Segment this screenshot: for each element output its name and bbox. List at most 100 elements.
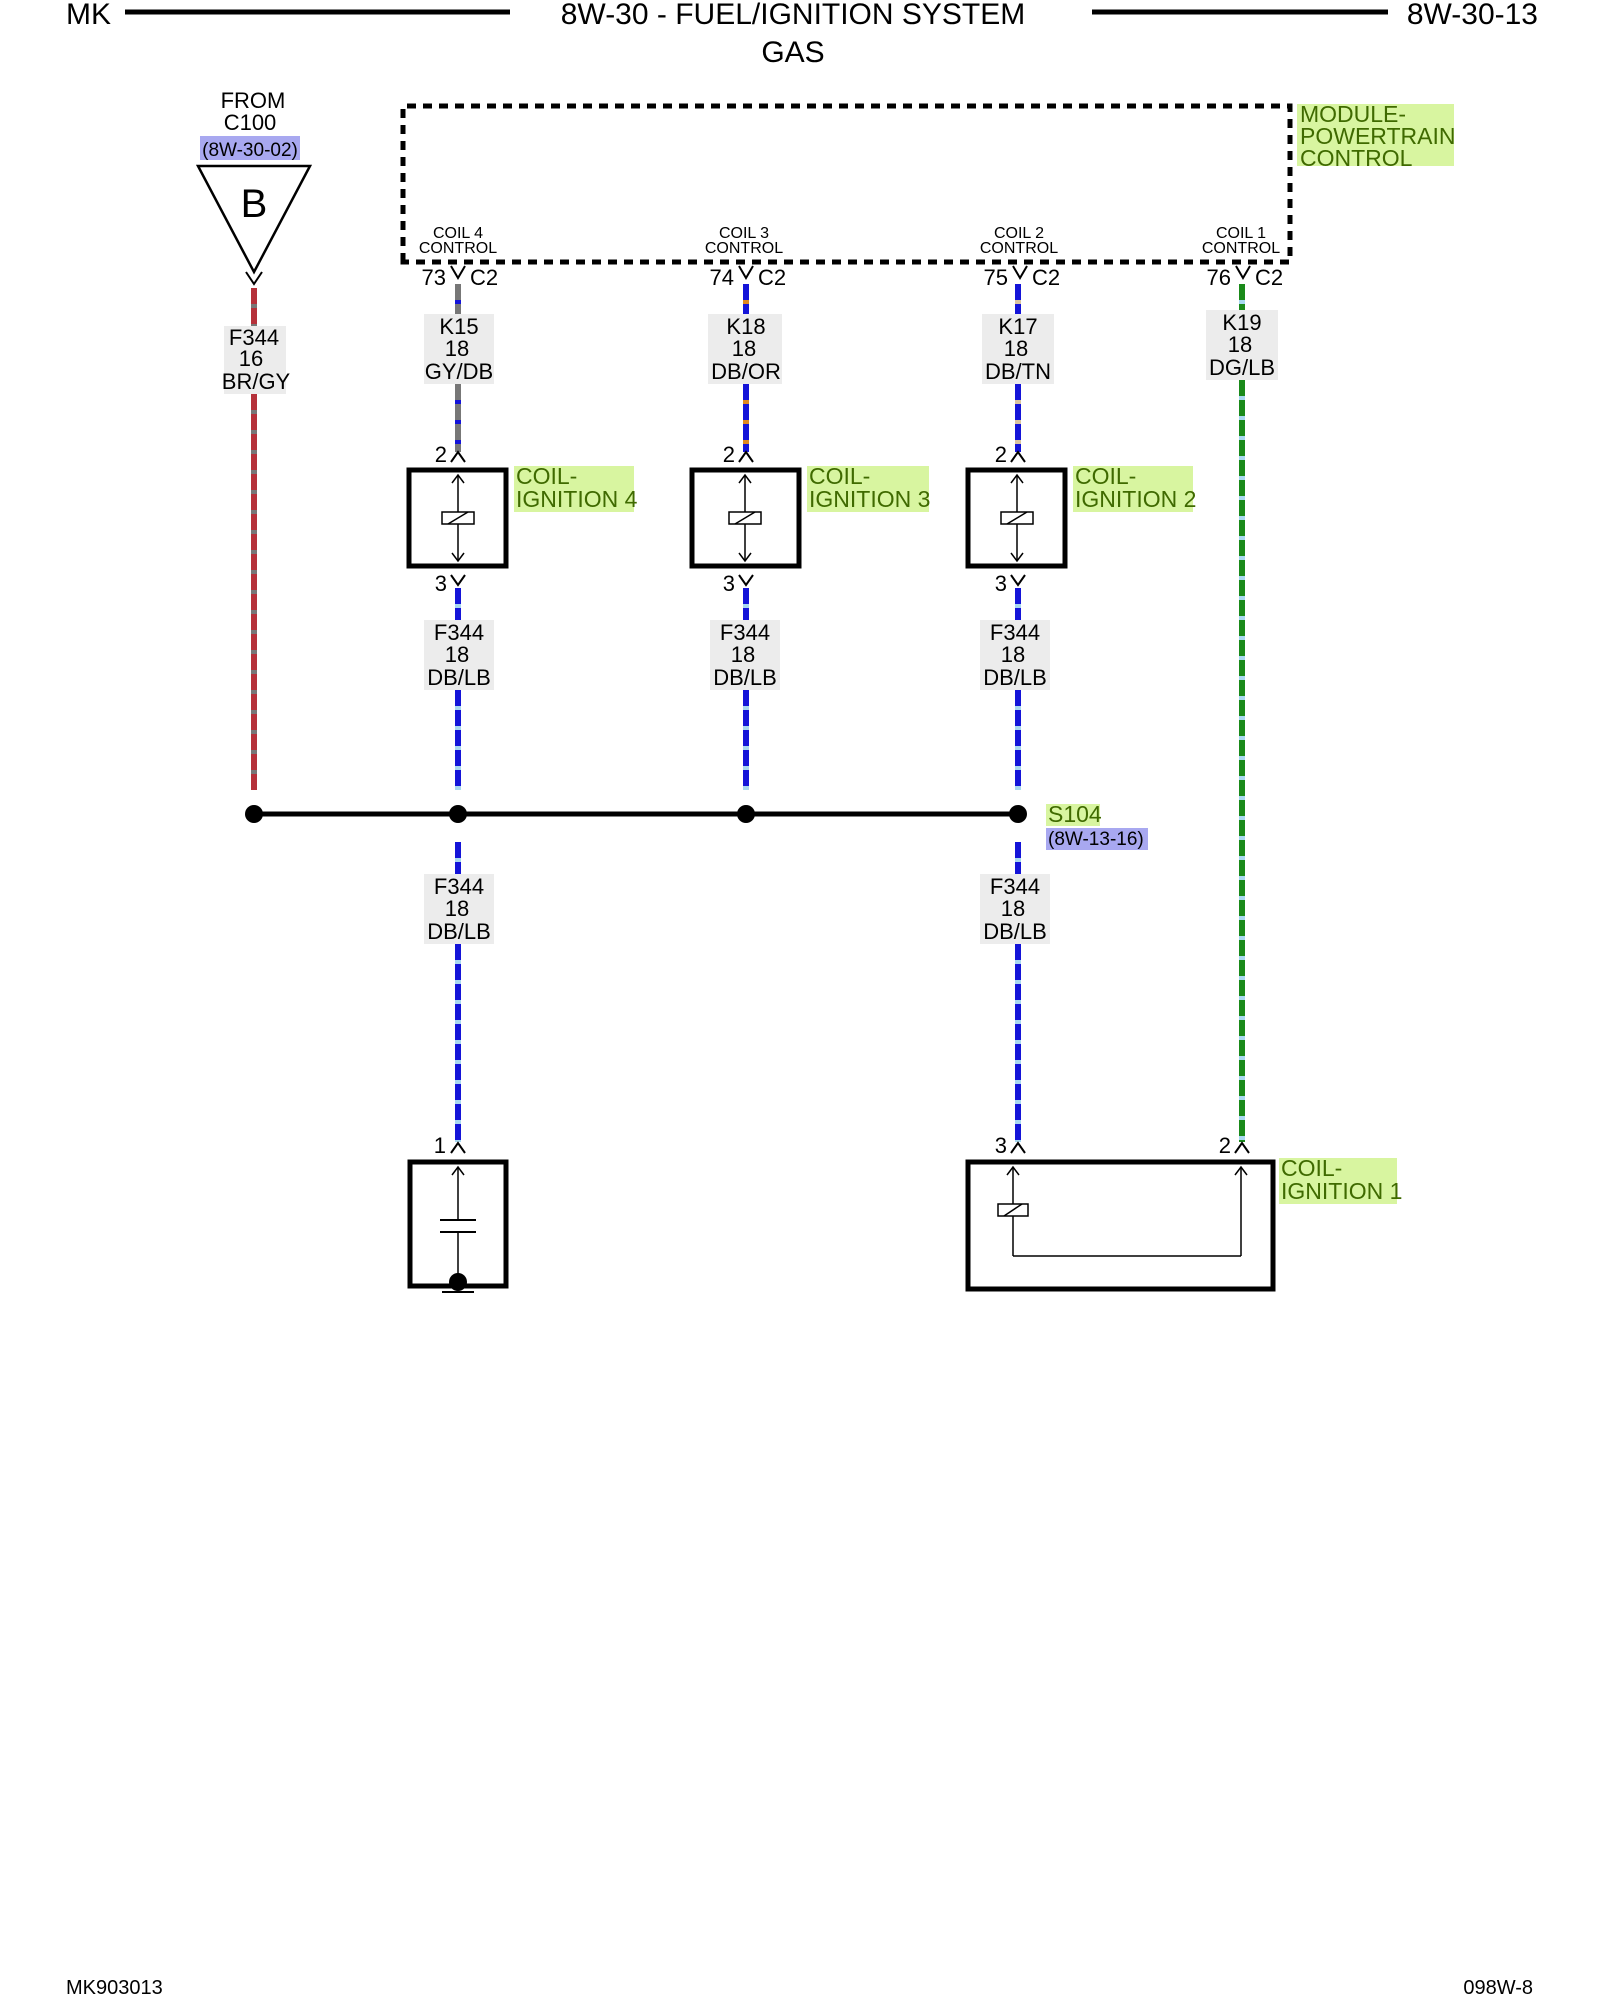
coil-pin-top-arrow xyxy=(1010,450,1026,463)
wire-circuit: F344 xyxy=(434,620,484,645)
coil-pin-top: 2 xyxy=(995,442,1007,467)
splice-node-coil2 xyxy=(1009,805,1027,823)
from-ref-highlight xyxy=(200,136,300,160)
wire-circuit: K17 xyxy=(998,314,1037,339)
wire-circuit: F344 xyxy=(720,620,770,645)
header-subtitle: GAS xyxy=(761,36,824,69)
coil-name-line2: IGNITION 4 xyxy=(516,486,638,512)
coil-internal-arrow-bottom xyxy=(738,552,752,563)
pcm-connector-c2: C2 xyxy=(470,265,498,290)
from-connector-name: C100 xyxy=(224,110,277,135)
coil-ignition-4[interactable]: 2 3 COIL- IGNITION 4 xyxy=(406,442,638,596)
coil-name-highlight xyxy=(1073,466,1193,512)
pcm-name-line2[interactable]: POWERTRAIN xyxy=(1300,123,1455,149)
wire-label-bg xyxy=(224,326,286,394)
wire-label-bg xyxy=(424,314,494,384)
coil-ignition-2[interactable]: 2 3 COIL- IGNITION 2 xyxy=(965,442,1196,596)
pcm-pin-number: 75 xyxy=(984,265,1008,290)
pcm-pin-label-line1: COIL 3 xyxy=(719,225,769,242)
wire-circuit: F344 xyxy=(229,325,279,350)
from-label: FROM xyxy=(221,88,286,113)
splice-name-highlight xyxy=(1046,804,1100,826)
wire-color: DB/LB xyxy=(713,665,777,690)
coil-internal-arrow-top xyxy=(451,473,465,484)
splice-name[interactable]: S104 xyxy=(1048,801,1102,827)
pcm-name-highlight xyxy=(1297,104,1454,166)
wire-label-capacitor-feed[interactable]: F344 18 DB/LB xyxy=(424,874,494,944)
pcm-pin-74: COIL 3 CONTROL 74 C2 xyxy=(705,225,786,290)
pcm-pin-73: COIL 4 CONTROL 73 C2 xyxy=(419,225,498,290)
wire-color: DB/LB xyxy=(983,665,1047,690)
pcm-pin-label-line2: CONTROL xyxy=(419,240,497,257)
pcm-pin-arrow xyxy=(1235,265,1251,280)
connector-b-triangle xyxy=(195,164,313,275)
wire-label-k17[interactable]: K17 18 DB/TN xyxy=(982,314,1054,384)
wire-label-bg xyxy=(424,874,494,944)
wire-label-k19[interactable]: K19 18 DG/LB xyxy=(1206,310,1278,380)
wire-label-bg xyxy=(980,620,1050,690)
splice-ref-highlight xyxy=(1046,828,1148,850)
wire-label-coil2-out[interactable]: F344 18 DB/LB xyxy=(980,620,1050,690)
pcm-name-line3[interactable]: CONTROL xyxy=(1300,145,1413,171)
wire-color: GY/DB xyxy=(425,359,493,384)
wire-gauge: 18 xyxy=(445,896,469,921)
pcm-name-line1[interactable]: MODULE- xyxy=(1300,101,1406,127)
pcm-pin-arrow xyxy=(738,265,754,280)
wire-gauge: 18 xyxy=(1228,332,1252,357)
pcm-connector-c2: C2 xyxy=(758,265,786,290)
header-title: 8W-30 - FUEL/IGNITION SYSTEM xyxy=(561,0,1026,31)
from-ref[interactable]: (8W-30-02) xyxy=(202,140,298,161)
wire-label-coil1-feed[interactable]: F344 18 DB/LB xyxy=(980,874,1050,944)
wire-label-coil4-out[interactable]: F344 18 DB/LB xyxy=(424,620,494,690)
coil1-pin-left: 3 xyxy=(995,1133,1007,1158)
wire-label-coil3-out[interactable]: F344 18 DB/LB xyxy=(710,620,780,690)
coil1-body xyxy=(965,1159,1276,1292)
wire-label-bg xyxy=(1206,310,1278,380)
wire-gauge: 18 xyxy=(732,336,756,361)
footer-right: 098W-8 xyxy=(1463,1977,1533,1999)
wire-color: DB/LB xyxy=(427,919,491,944)
coil-pin-bottom-arrow xyxy=(738,574,754,587)
header-left: MK xyxy=(66,0,111,31)
wire-label-k15[interactable]: K15 18 GY/DB xyxy=(424,314,494,384)
coil-internal-arrow-bottom xyxy=(451,552,465,563)
capacitor-pin-arrow xyxy=(450,1141,466,1154)
splice-node-coil3 xyxy=(737,805,755,823)
coil-ignition-1[interactable]: 3 2 COIL- IGNITION 1 xyxy=(965,1133,1402,1292)
wire-gauge: 18 xyxy=(1001,642,1025,667)
pcm-pin-label-line2: CONTROL xyxy=(980,240,1058,257)
wire-circuit: F344 xyxy=(990,874,1040,899)
wire-label-bg xyxy=(980,874,1050,944)
wire-label-bg xyxy=(424,620,494,690)
coil-name-highlight xyxy=(1279,1158,1397,1204)
connector-b-pin-arrow xyxy=(245,271,263,286)
wire-label-bg xyxy=(982,314,1054,384)
pcm-connector-c2: C2 xyxy=(1032,265,1060,290)
wire-color: BR/GY xyxy=(222,369,291,394)
coil-internal-arrow-top xyxy=(738,473,752,484)
pcm-pin-label-line2: CONTROL xyxy=(705,240,783,257)
coil-winding-slash xyxy=(734,511,756,525)
wire-label-feed[interactable]: F344 16 BR/GY xyxy=(222,325,291,394)
capacitor[interactable]: 1 xyxy=(407,1133,509,1293)
coil-pin-top: 2 xyxy=(723,442,735,467)
connector-b-letter: B xyxy=(241,182,268,226)
splice-ref[interactable]: (8W-13-16) xyxy=(1048,829,1144,850)
coil1-winding-slash xyxy=(1003,1203,1023,1217)
wire-label-bg xyxy=(710,620,780,690)
wire-label-k18[interactable]: K18 18 DB/OR xyxy=(708,314,782,384)
splice-node-feed xyxy=(245,805,263,823)
pcm-pin-arrow xyxy=(1012,265,1028,280)
coil-pin-bottom: 3 xyxy=(723,571,735,596)
pcm-pin-label-line1: COIL 1 xyxy=(1216,225,1266,242)
wire-label-bg xyxy=(708,314,782,384)
wire-gauge: 18 xyxy=(445,336,469,361)
footer-left: MK903013 xyxy=(66,1977,163,1999)
coil-ignition-3[interactable]: 2 3 COIL- IGNITION 3 xyxy=(689,442,930,596)
wire-color: DB/OR xyxy=(711,359,781,384)
wire-circuit: K19 xyxy=(1222,310,1261,335)
pcm-pin-number: 73 xyxy=(422,265,446,290)
coil-pin-bottom-arrow xyxy=(450,574,466,587)
coil-winding-slash xyxy=(447,511,469,525)
wire-gauge: 18 xyxy=(445,642,469,667)
